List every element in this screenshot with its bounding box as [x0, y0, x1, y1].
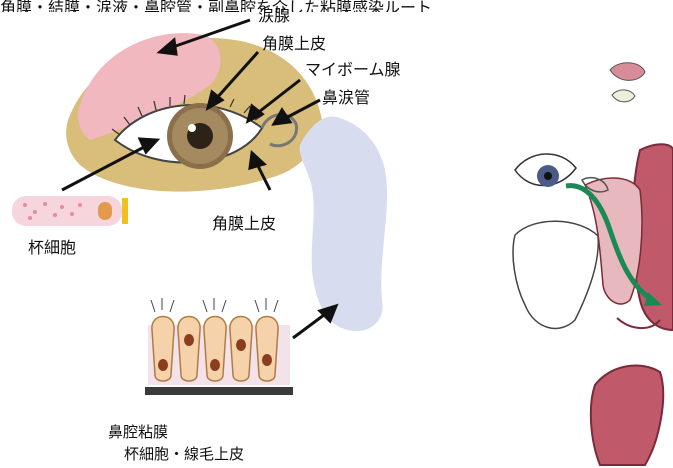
label-goblet-ciliated-epithelium: 杯細胞・線毛上皮	[124, 447, 244, 462]
face-anatomy-right	[513, 63, 673, 465]
label-corneal-epithelium-top: 角膜上皮	[262, 36, 326, 52]
label-nasal-mucosa: 鼻腔粘膜	[108, 425, 168, 440]
label-nasolacrimal-duct: 鼻涙管	[322, 90, 370, 106]
label-goblet-cell: 杯細胞	[28, 240, 76, 256]
goblet-cell-nucleus	[98, 202, 112, 220]
goblet-cell-end	[122, 198, 128, 224]
label-corneal-epithelium-bottom: 角膜上皮	[212, 216, 276, 232]
label-meibomian-gland: マイボーム腺	[305, 62, 401, 78]
label-lacrimal-gland: 涙腺	[258, 8, 290, 24]
nasolacrimal-duct-shape	[300, 117, 387, 331]
eye-highlight	[188, 124, 196, 132]
nasal-mucosa-cells	[145, 298, 293, 395]
